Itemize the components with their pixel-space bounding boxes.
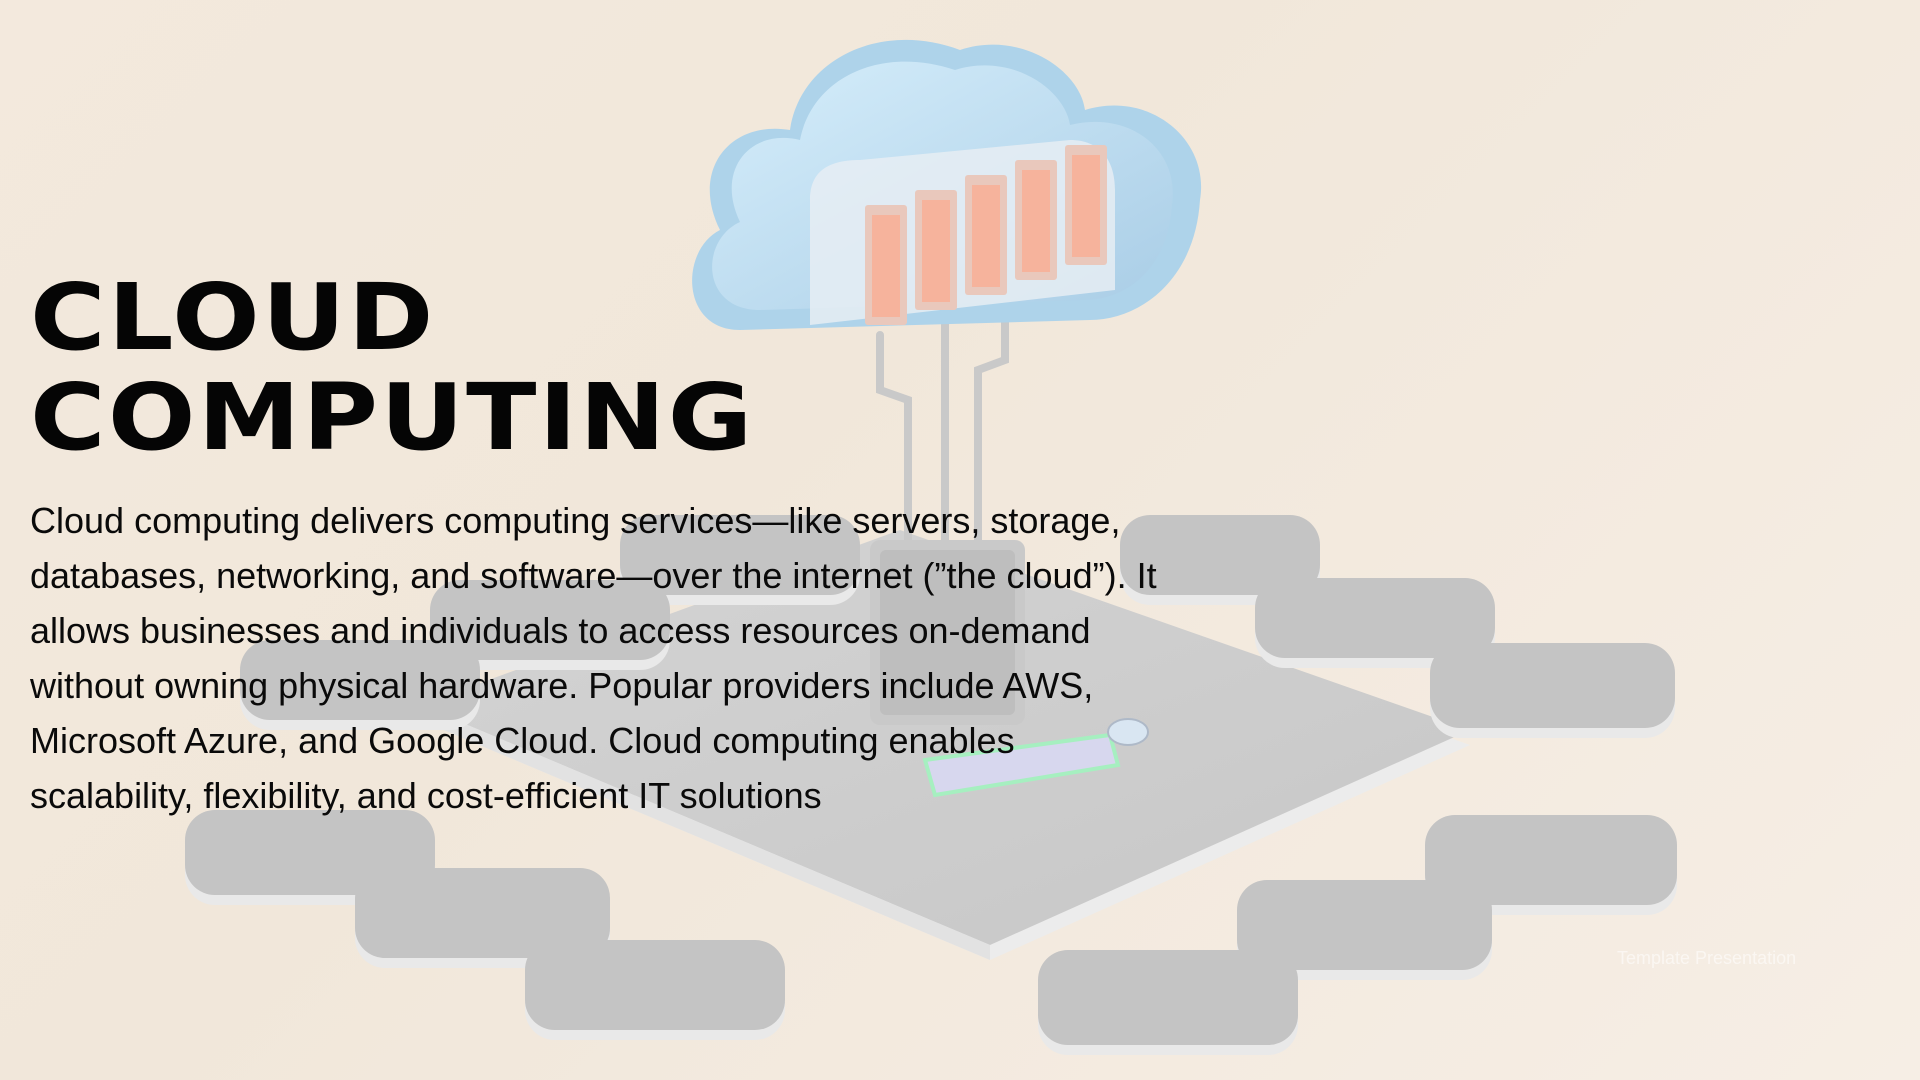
title-line-1: CLOUD [30, 264, 436, 371]
connector-pipes [876, 306, 1009, 564]
server-racks [865, 145, 1107, 325]
slide-title: CLOUD COMPUTING [30, 268, 755, 468]
device-module [870, 540, 1149, 798]
chip-tiles [185, 515, 1677, 1055]
watermark-text: Template Presentation [1617, 948, 1797, 968]
slide-body-text: Cloud computing delivers computing servi… [30, 500, 1157, 816]
circuit-board [420, 530, 1470, 960]
cloud-icon [692, 39, 1202, 330]
title-line-2: COMPUTING [30, 364, 755, 471]
